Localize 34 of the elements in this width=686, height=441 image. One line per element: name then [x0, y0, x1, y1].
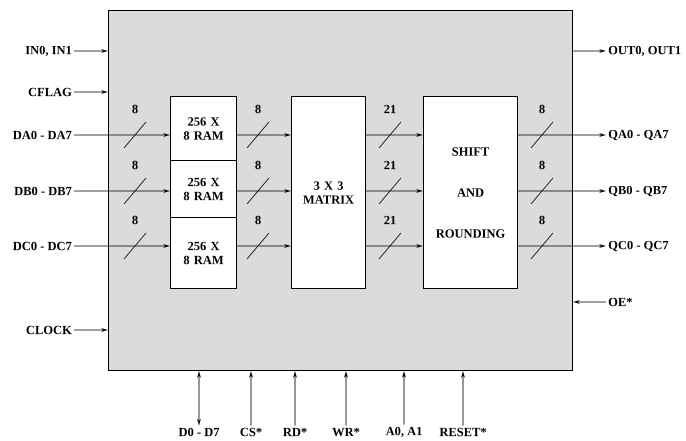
pin-label: CLOCK [26, 326, 72, 334]
ram-box: 256 X 8 RAM [170, 160, 237, 218]
bus-width-label: 8 [132, 160, 138, 170]
pin-label: DC0 - DC7 [13, 242, 72, 250]
pin-label: DB0 - DB7 [14, 186, 72, 196]
ram-box: 256 X 8 RAM [170, 96, 237, 161]
bus-width-label: 8 [255, 160, 261, 170]
bus-width-label: 8 [539, 160, 545, 170]
pin-label: DA0 - DA7 [13, 130, 72, 140]
bus-width-label: 8 [539, 104, 545, 114]
pin-label: IN0, IN1 [26, 46, 72, 56]
pin-label: QB0 - QB7 [608, 186, 667, 196]
bus-width-label: 21 [384, 160, 396, 170]
pin-label: OUT0, OUT1 [608, 46, 680, 56]
pin-label: D0 - D7 [178, 428, 220, 436]
pin-label: RESET* [440, 428, 486, 436]
bus-width-label: 21 [384, 104, 396, 114]
pin-label: CFLAG [28, 88, 72, 96]
bus-width-label: 21 [384, 216, 396, 224]
pin-label: QA0 - QA7 [608, 130, 668, 140]
ram-box: 256 X 8 RAM [170, 217, 237, 289]
pin-label: RD* [283, 428, 307, 436]
pin-label: A0, A1 [386, 426, 422, 438]
pin-label: CS* [240, 428, 262, 436]
pin-label: OE* [608, 298, 632, 306]
bus-width-label: 8 [255, 216, 261, 224]
bus-width-label: 8 [132, 104, 138, 114]
bus-width-label: 8 [539, 216, 545, 224]
matrix-box: 3 X 3 MATRIX [291, 96, 366, 289]
pin-label: QC0 - QC7 [608, 240, 668, 252]
bus-width-label: 8 [132, 216, 138, 224]
shift-rounding-box: SHIFT AND ROUNDING [423, 96, 518, 289]
bus-width-label: 8 [255, 104, 261, 114]
pin-label: WR* [332, 428, 360, 436]
